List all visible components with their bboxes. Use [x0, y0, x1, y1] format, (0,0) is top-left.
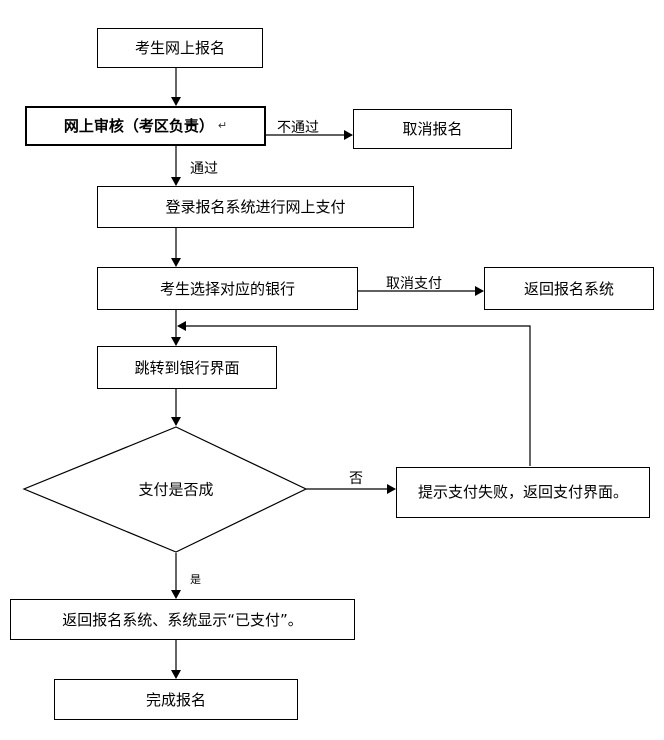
edge-label-cancel-payment: 取消支付	[386, 276, 442, 292]
node-cancel-registration: 取消报名	[353, 109, 512, 149]
node-jump-bank-label: 跳转到银行界面	[134, 358, 240, 377]
node-pay-success-label: 支付是否成	[138, 480, 214, 499]
node-show-paid: 返回报名系统、系统显示“已支付”。	[10, 599, 355, 640]
decision-diamond	[22, 426, 308, 553]
edge-label-not-pass: 不通过	[277, 120, 319, 136]
edge-label-yes: 是	[190, 573, 201, 586]
node-login-pay: 登录报名系统进行网上支付	[97, 186, 414, 228]
return-mark: ↵	[217, 119, 228, 133]
node-cancel-registration-label: 取消报名	[402, 120, 463, 138]
loop-fail-to-retry	[177, 321, 531, 466]
node-register: 考生网上报名	[97, 28, 263, 68]
node-review-label: 网上审核（考区负责）	[63, 117, 214, 135]
node-return-system: 返回报名系统	[484, 267, 654, 310]
node-register-label: 考生网上报名	[134, 39, 225, 57]
node-complete-label: 完成报名	[145, 690, 206, 709]
node-pay-fail: 提示支付失败，返回支付界面。	[396, 467, 650, 518]
node-review: 网上审核（考区负责） ↵	[25, 106, 266, 146]
node-return-system-label: 返回报名系统	[523, 279, 614, 298]
edge-label-pass: 通过	[190, 161, 218, 177]
node-complete: 完成报名	[54, 679, 298, 720]
node-choose-bank-label: 考生选择对应的银行	[159, 279, 295, 298]
edge-label-no: 否	[349, 471, 363, 487]
node-jump-bank: 跳转到银行界面	[97, 346, 277, 389]
node-show-paid-label: 返回报名系统、系统显示“已支付”。	[62, 610, 303, 629]
node-pay-fail-label: 提示支付失败，返回支付界面。	[417, 483, 628, 502]
node-login-pay-label: 登录报名系统进行网上支付	[165, 198, 346, 216]
node-choose-bank: 考生选择对应的银行	[97, 267, 358, 310]
